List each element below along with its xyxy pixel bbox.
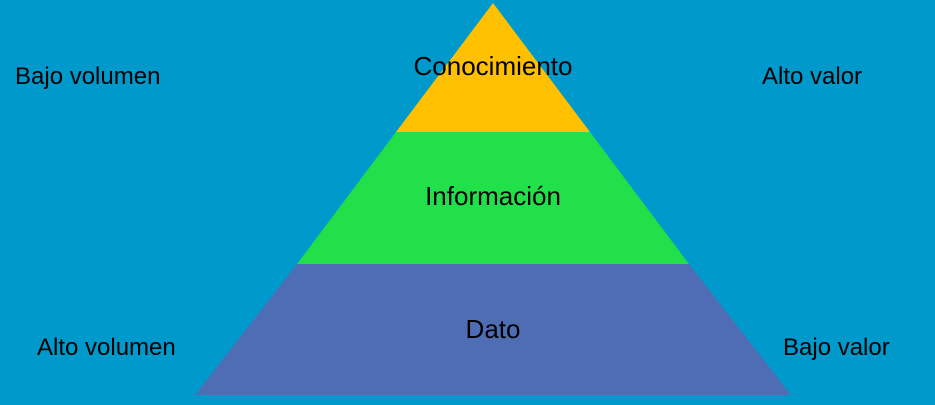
pyramid-tier-data	[195, 264, 791, 395]
high-volume-label: Alto volumen	[37, 334, 176, 361]
high-value-label: Alto valor	[762, 63, 863, 90]
pyramid-tier-knowledge	[396, 3, 590, 132]
tier-label-knowledge: Conocimiento	[413, 51, 573, 81]
low-value-label: Bajo valor	[783, 334, 890, 361]
tier-label-data: Dato	[465, 314, 521, 344]
pyramid-tier-information	[297, 132, 689, 264]
low-volume-label: Bajo volumen	[15, 63, 161, 90]
tier-label-information: Información	[425, 181, 561, 211]
